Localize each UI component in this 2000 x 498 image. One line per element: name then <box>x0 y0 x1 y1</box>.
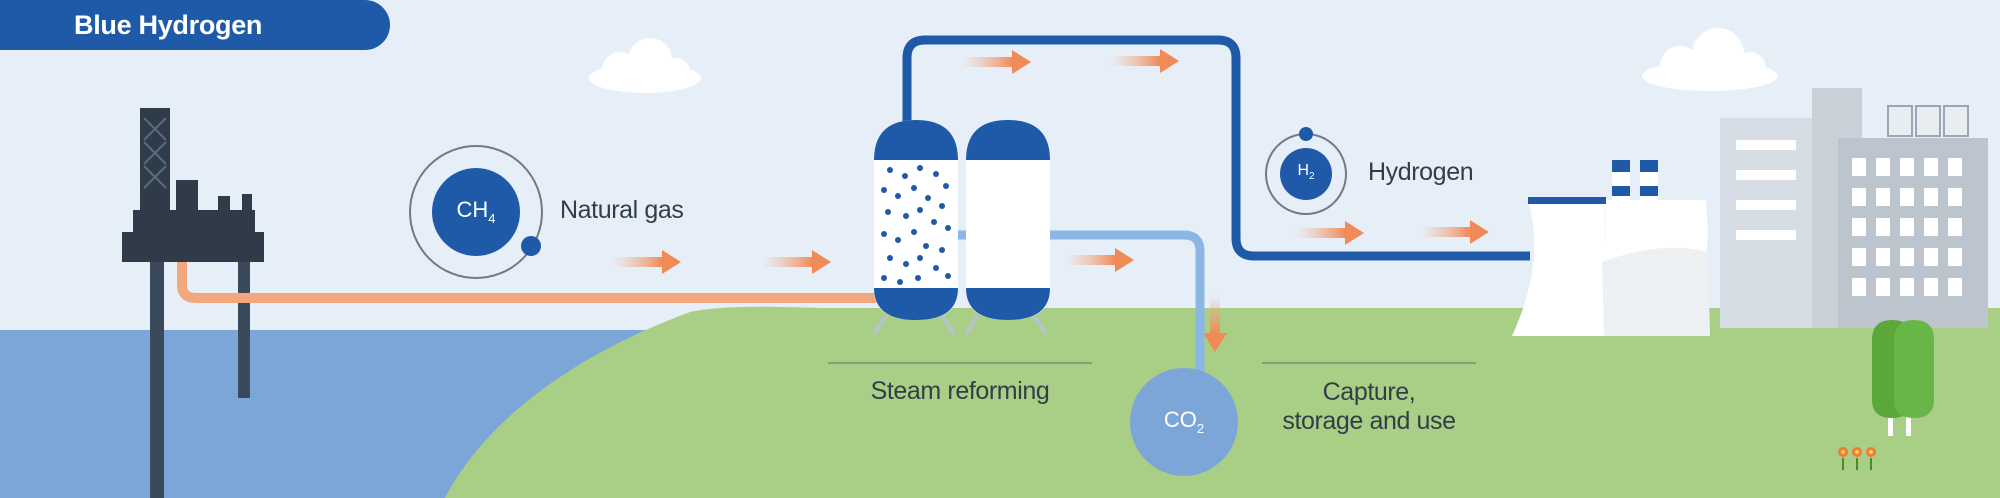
capture-storage-label: Capture, storage and use <box>1262 378 1476 436</box>
natural-gas-pipe <box>177 262 885 303</box>
co2-pipe <box>958 230 1205 380</box>
offshore-rig-icon <box>122 108 264 498</box>
co2-formula: CO2 <box>1163 407 1205 436</box>
co2-molecule-icon <box>1130 368 1238 476</box>
flowers-icon <box>1838 447 1876 470</box>
cloud-icon-right <box>1642 28 1778 91</box>
steam-reforming-label: Steam reforming <box>870 377 1050 405</box>
hydrogen-molecule-icon <box>1265 127 1347 215</box>
tree-icon <box>1872 320 1934 436</box>
hydrogen-label: Hydrogen <box>1368 158 1474 186</box>
industrial-plant-icon <box>1512 88 1988 336</box>
capture-label-line2: storage and use <box>1282 407 1456 435</box>
steam-reformer-tanks-icon <box>872 120 1050 336</box>
cloud-icon <box>589 38 701 93</box>
hydrogen-pipe <box>902 35 1530 261</box>
methane-formula: CH4 <box>456 197 496 226</box>
capture-label-line1: Capture, <box>1322 378 1416 406</box>
natural-gas-label: Natural gas <box>560 196 684 224</box>
methane-molecule-icon <box>409 145 543 279</box>
gas-flow-arrows <box>612 49 1489 352</box>
hydrogen-formula: H2 <box>1297 162 1315 182</box>
diagram-title: Blue Hydrogen <box>0 0 390 50</box>
